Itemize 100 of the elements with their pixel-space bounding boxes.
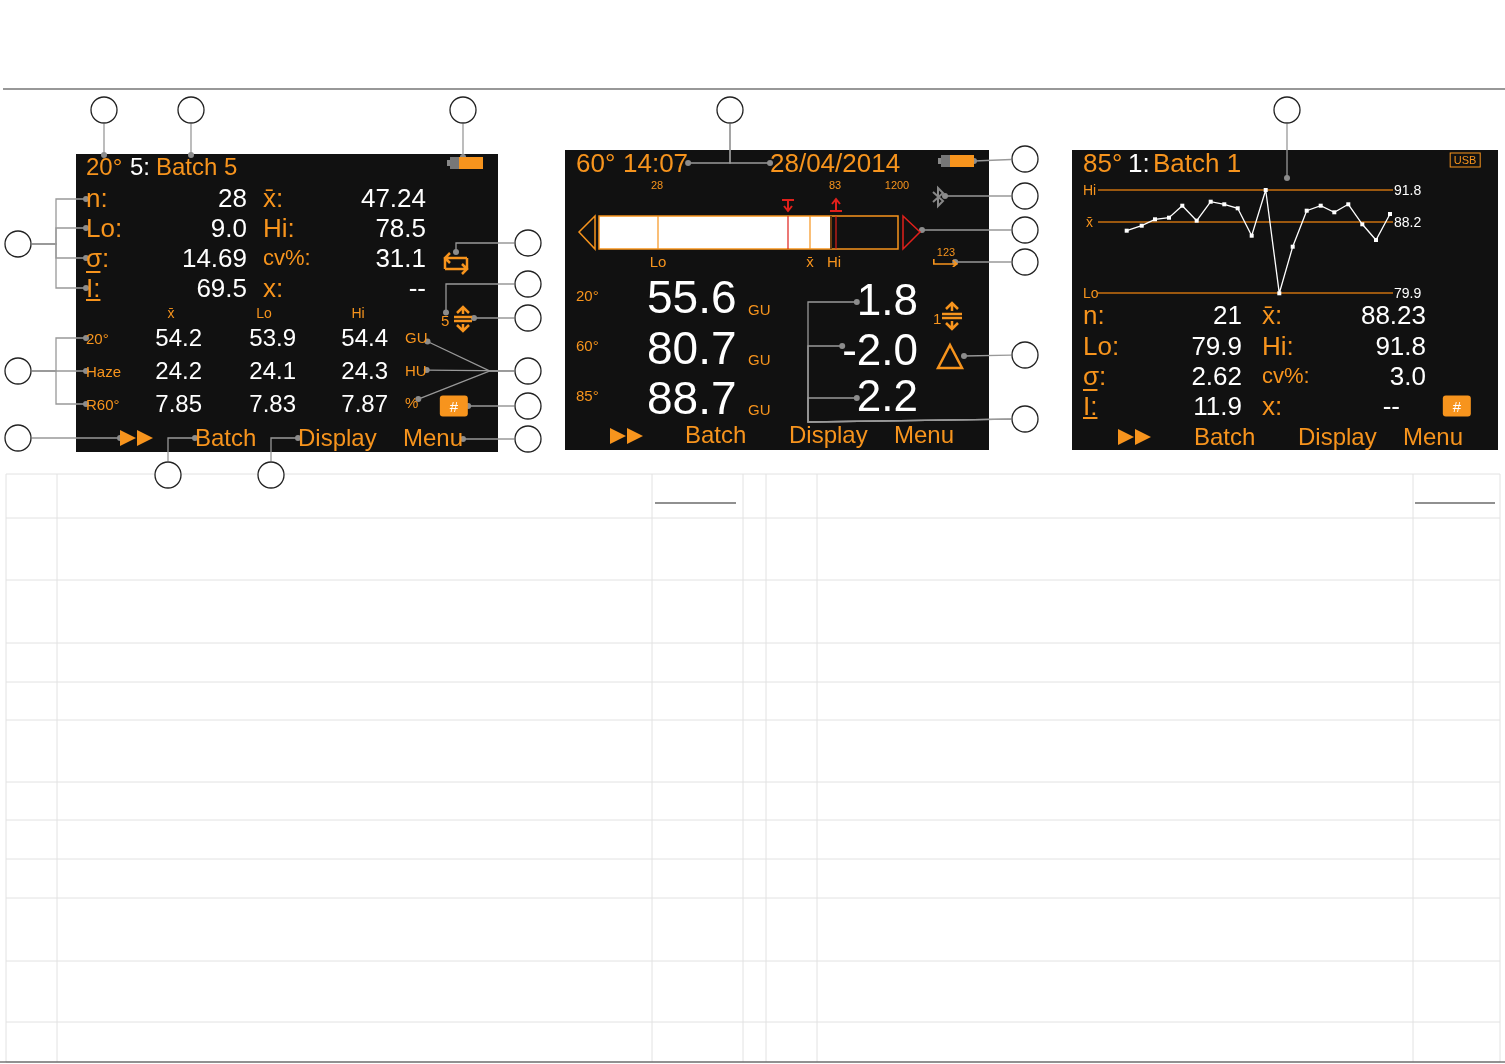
- callout-circle: [1011, 145, 1039, 173]
- screen-text: --: [408, 275, 426, 301]
- leader-line: [807, 395, 1012, 423]
- leader-line: [31, 243, 89, 291]
- screen-text: 85°: [576, 387, 599, 403]
- softkey-label: Display: [298, 426, 377, 450]
- screen-text: n:: [1083, 302, 1105, 328]
- screen-text: 14.69: [181, 245, 247, 271]
- leader-line: [460, 123, 466, 160]
- sequence-label: 123: [936, 247, 956, 267]
- screen-text: 11.9: [1193, 393, 1242, 419]
- screen-text: 28: [650, 179, 664, 191]
- callout-circle: [257, 461, 285, 489]
- screen-text: Display: [1298, 425, 1377, 449]
- softkey-label: Menu: [403, 426, 464, 450]
- display-screen: [1072, 150, 1498, 450]
- folder-label: #: [439, 395, 469, 417]
- callout-circle: [514, 357, 542, 385]
- screen-text: GU: [748, 301, 771, 317]
- softkey-label: Batch: [195, 426, 257, 450]
- display-screen: [76, 154, 498, 452]
- screen-text: 60°: [576, 150, 616, 176]
- screen-text: Batch: [685, 423, 747, 447]
- callout-circle: [1011, 341, 1039, 369]
- callout-circle: [1011, 248, 1039, 276]
- screen-text: x̄: [806, 253, 814, 269]
- statistic-label: I:: [86, 275, 101, 301]
- callout-circle: [449, 96, 477, 124]
- leader-line: [942, 193, 1012, 199]
- callout-circle: [1273, 96, 1301, 124]
- screen-text: 78.5: [375, 215, 426, 241]
- screen-text: x̄:: [1262, 302, 1283, 328]
- callout-circle: [1011, 182, 1039, 210]
- screen-text: 1:: [1128, 150, 1150, 176]
- callout-circle: [514, 392, 542, 420]
- screen-text: GU: [748, 351, 771, 367]
- screen-text: 5:: [130, 155, 150, 179]
- screen-text: Hi: [351, 306, 365, 320]
- callout-circle: [4, 230, 32, 258]
- screen-text: Hi:: [263, 215, 295, 241]
- screen-text: Batch: [1194, 425, 1256, 449]
- screen-text: Display: [789, 423, 868, 447]
- statistic-label: n:: [86, 185, 108, 211]
- callout-circle: [514, 425, 542, 453]
- leader-line: [167, 435, 198, 462]
- screen-text: 60°: [576, 337, 599, 353]
- screen-text: 3.0: [1389, 363, 1426, 389]
- leader-line: [465, 403, 515, 409]
- screen-text: 24.1: [249, 359, 296, 383]
- screen-text: Hi:: [1262, 333, 1294, 359]
- leader-line: [729, 123, 773, 166]
- callout-circle: [514, 229, 542, 257]
- screen-text: 80.7: [647, 325, 737, 371]
- callout-circle: [514, 304, 542, 332]
- screen-text: 47.24: [360, 185, 426, 211]
- difference-value: 2.2: [856, 374, 918, 418]
- screen-text: 88.7: [647, 375, 737, 421]
- leader-line: [31, 370, 89, 407]
- battery-icon: [938, 155, 974, 167]
- fast-forward-icon: [120, 430, 154, 446]
- screen-text: 79.9: [1191, 333, 1242, 359]
- screen-text: 24.3: [341, 359, 388, 383]
- leader-line: [270, 435, 301, 462]
- screen-text: σ:: [1083, 363, 1107, 389]
- leader-line: [453, 242, 515, 255]
- screen-text: Batch 1: [1153, 150, 1242, 176]
- screen-text: 7.85: [155, 392, 202, 416]
- leader-line: [443, 283, 515, 316]
- up-down-arrow-icon: [452, 306, 474, 332]
- bar-graph: [578, 198, 922, 250]
- callout-circle: [154, 461, 182, 489]
- screen-text: 7.87: [341, 392, 388, 416]
- screen-text: Lo:: [1083, 333, 1120, 359]
- screen-text: x:: [263, 275, 284, 301]
- screen-text: 54.2: [155, 326, 202, 350]
- screen-text: x̄:: [263, 185, 284, 211]
- time-label: 14:07: [623, 150, 689, 176]
- difference-value: -2.0: [842, 328, 918, 372]
- screen-text: 9.0: [210, 215, 247, 241]
- screen-text: cv%:: [263, 247, 311, 269]
- screen-text: 69.5: [196, 275, 247, 301]
- row-label: R60°: [86, 396, 120, 412]
- screen-text: 55.6: [647, 274, 737, 320]
- screen-text: 88.23: [1360, 302, 1426, 328]
- callout-circle: [1011, 216, 1039, 244]
- leader-line: [101, 123, 107, 158]
- screen-text: 53.9: [249, 326, 296, 350]
- screen-text: Hi: [1083, 183, 1097, 197]
- screen-text: 31.1: [375, 245, 426, 271]
- screen-text: 7.83: [249, 392, 296, 416]
- screen-text: 24.2: [155, 359, 202, 383]
- screen-text: Lo: [649, 253, 667, 269]
- leader-line: [31, 435, 123, 441]
- leader-line: [952, 259, 1012, 265]
- screen-text: Lo: [1083, 286, 1099, 300]
- screen-text: 54.4: [341, 326, 388, 350]
- wireless-icon: [931, 187, 945, 207]
- delta-icon: [936, 343, 964, 369]
- leader-line: [971, 158, 1012, 164]
- screen-text: Menu: [894, 423, 955, 447]
